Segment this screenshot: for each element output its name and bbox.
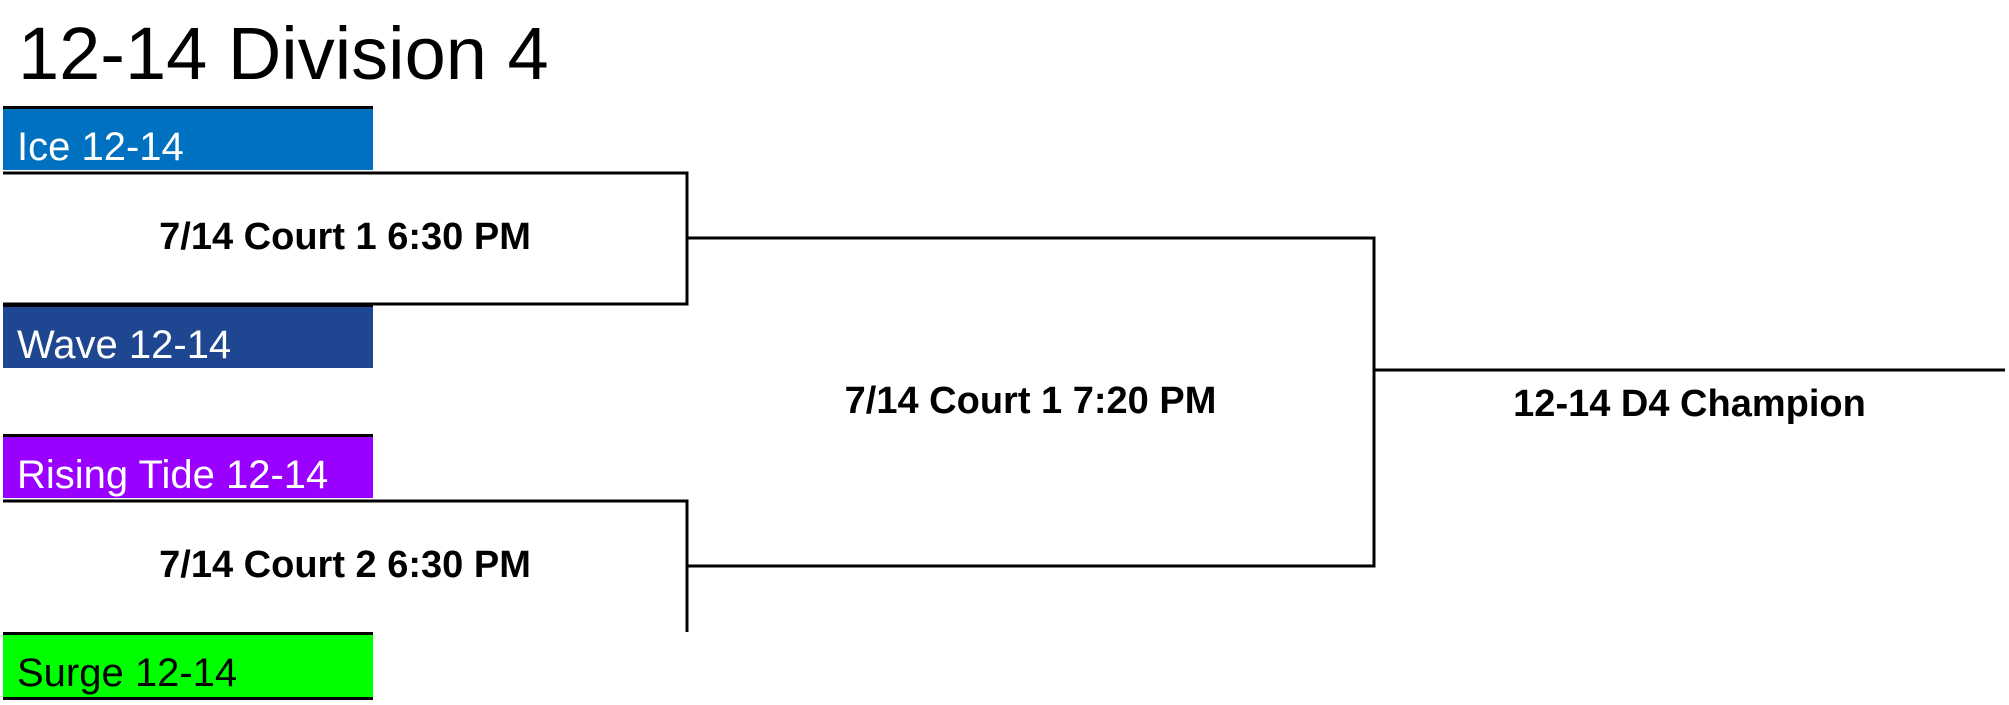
- bracket-line-semifinal-2: [3, 499, 689, 632]
- champion-label: 12-14 D4 Champion: [1513, 383, 1866, 425]
- team-rising-tide: Rising Tide 12-14: [3, 434, 373, 498]
- game-final: 7/14 Court 1 7:20 PM: [844, 380, 1217, 422]
- game-semifinal-2: 7/14 Court 2 6:30 PM: [159, 544, 531, 586]
- bracket-line-final: [687, 236, 1376, 568]
- page-title: 12-14 Division 4: [18, 12, 549, 95]
- game-semifinal-1: 7/14 Court 1 6:30 PM: [159, 216, 531, 258]
- team-ice: Ice 12-14: [3, 106, 373, 170]
- team-surge: Surge 12-14: [3, 632, 373, 700]
